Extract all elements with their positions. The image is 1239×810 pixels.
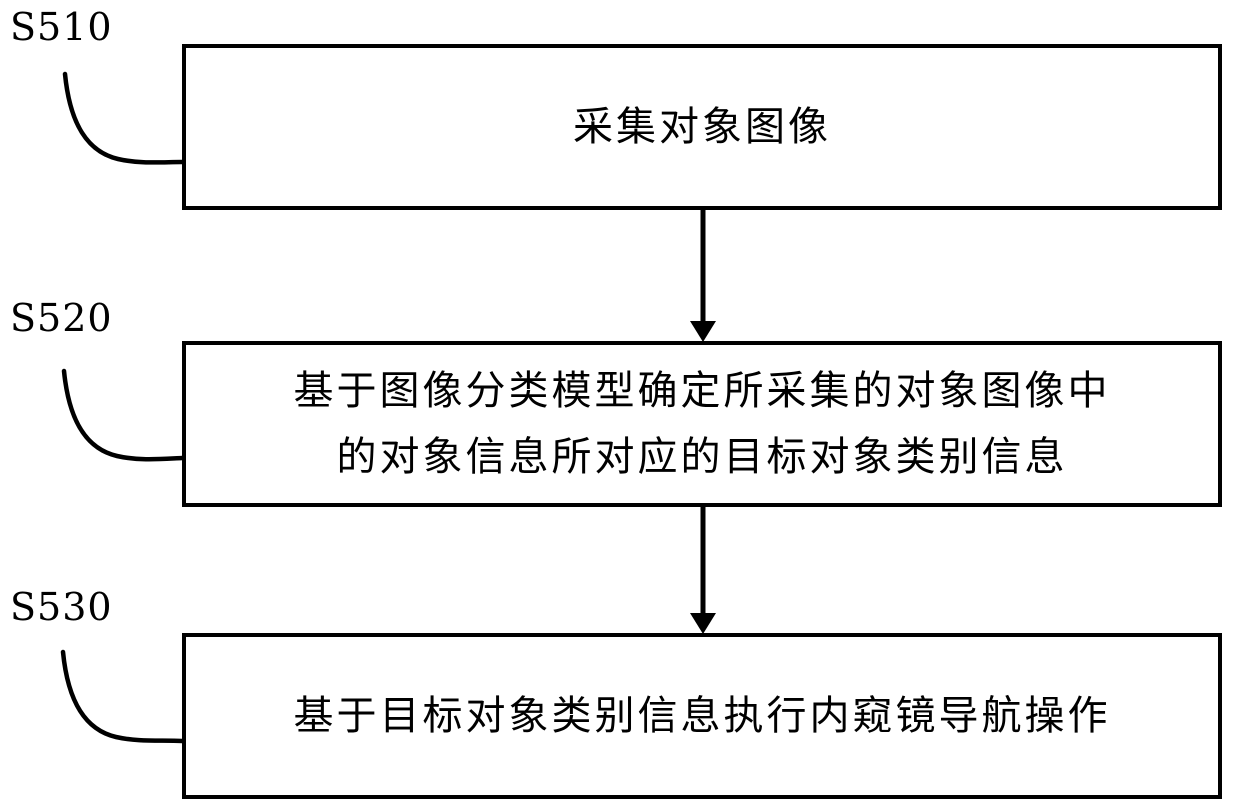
leader-line-s520 xyxy=(61,368,185,462)
flow-arrow-1 xyxy=(690,209,716,342)
process-box-s530-text: 基于目标对象类别信息执行内窥镜导航操作 xyxy=(293,693,1111,739)
process-box-s530: 基于目标对象类别信息执行内窥镜导航操作 xyxy=(182,633,1222,799)
step-label-s530: S530 xyxy=(10,585,113,629)
step-label-s510: S510 xyxy=(10,5,113,49)
process-box-s510: 采集对象图像 xyxy=(182,44,1222,210)
process-box-s520: 基于图像分类模型确定所采集的对象图像中 的对象信息所对应的目标对象类别信息 xyxy=(182,341,1222,507)
process-box-s520-text-line2: 的对象信息所对应的目标对象类别信息 xyxy=(336,434,1068,480)
leader-line-s530 xyxy=(60,649,185,744)
process-box-s510-text: 采集对象图像 xyxy=(573,104,831,150)
process-box-s520-text-line1: 基于图像分类模型确定所采集的对象图像中 xyxy=(293,368,1111,414)
step-label-s520: S520 xyxy=(10,296,113,340)
flow-arrow-2 xyxy=(690,506,716,634)
leader-line-s510 xyxy=(62,71,185,165)
